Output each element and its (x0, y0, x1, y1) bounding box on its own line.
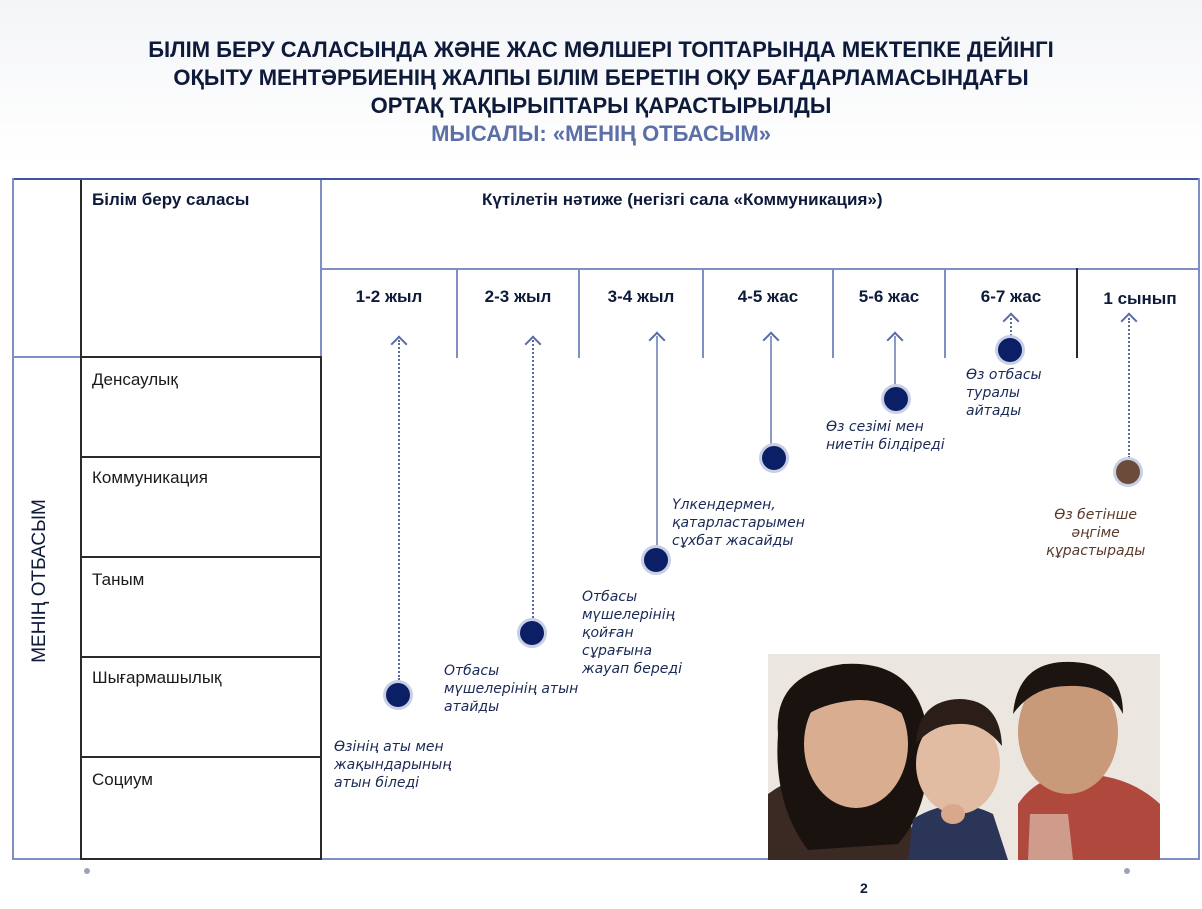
area-cognition: Таным (92, 570, 145, 589)
area-column-header: Білім беру саласы (92, 190, 250, 209)
note-line: туралы (966, 385, 1020, 401)
age-3-4: 3-4 жыл (607, 287, 675, 306)
milestone-note-1: Өзінің аты мен жақындарының атын біледі (334, 738, 452, 792)
note-line: жақындарының (334, 757, 452, 773)
note-line: Үлкендермен, (672, 497, 776, 513)
milestone-dot (762, 446, 786, 470)
note-line: сұрағына (582, 643, 653, 659)
page-number: 2 (860, 880, 868, 896)
arrow-1-2 (398, 340, 400, 680)
family-photo (768, 654, 1160, 860)
topic-vertical-label: МЕНІҢ ОТБАСЫМ (29, 499, 50, 663)
area-health: Денсаулық (92, 370, 178, 389)
area-row-line (80, 356, 322, 358)
note-line: сұхбат жасайды (672, 533, 794, 549)
age-divider (944, 268, 946, 358)
slide-title: БІЛІМ БЕРУ САЛАСЫНДА ЖӘНЕ ЖАС МӨЛШЕРІ ТО… (40, 36, 1162, 148)
note-line: мүшелерінің атын (444, 681, 579, 697)
corner-dot (84, 868, 90, 874)
age-divider (578, 268, 580, 358)
table-bottom-border (12, 858, 1200, 860)
age-1-2: 1-2 жыл (355, 287, 423, 306)
age-divider (456, 268, 458, 358)
age-divider (1076, 268, 1078, 358)
milestone-dot-final (1116, 460, 1140, 484)
age-divider (702, 268, 704, 358)
title-line-2: ОҚЫТУ МЕНТӘРБИЕНІҢ ЖАЛПЫ БІЛІМ БЕРЕТІН О… (173, 65, 1029, 90)
area-society: Социум (92, 770, 153, 789)
note-line: Өз сезімі мен (826, 419, 924, 435)
note-line: Отбасы (444, 663, 500, 679)
col-divider-results (320, 358, 322, 860)
arrowhead-icon (1002, 312, 1020, 330)
arrow-6-7 (1010, 318, 1012, 336)
note-line: жауап береді (582, 661, 682, 677)
arrow-4-5 (770, 336, 772, 444)
milestone-dot (884, 387, 908, 411)
milestone-note-6: Өз отбасы туралы айтады (966, 366, 1042, 420)
note-line: Өзінің аты мен (334, 739, 444, 755)
arrowhead-icon (762, 331, 780, 349)
note-line: айтады (966, 403, 1022, 419)
note-line: әңгіме (1071, 525, 1120, 541)
age-5-6: 5-6 жас (858, 287, 920, 306)
area-row-line (80, 756, 322, 758)
col-divider-area (80, 180, 82, 860)
arrowhead-icon (648, 331, 666, 349)
milestone-note-7: Өз бетінше әңгіме құрастырады (1046, 506, 1145, 560)
arrowhead-icon (390, 335, 408, 353)
area-creativity: Шығармашылық (92, 668, 222, 687)
milestone-note-3: Отбасы мүшелерінің қойған сұрағына жауап… (582, 588, 682, 678)
age-2-3: 2-3 жыл (484, 287, 552, 306)
age-row-top-line (320, 268, 1200, 270)
milestone-note-5: Өз сезімі мен ниетін білдіреді (826, 418, 945, 454)
result-column-header: Күтілетін нәтиже (негізгі сала «Коммуник… (482, 190, 883, 209)
milestone-dot (644, 548, 668, 572)
age-6-7: 6-7 жас (980, 287, 1042, 306)
title-line-3: ОРТАҚ ТАҚЫРЫПТАРЫ ҚАРАСТЫРЫЛДЫ (370, 93, 832, 118)
area-communication: Коммуникация (92, 468, 209, 487)
table-right-border (1198, 178, 1200, 860)
arrowhead-icon (886, 331, 904, 349)
slide-subtitle: МЫСАЛЫ: «МЕНІҢ ОТБАСЫМ» (431, 121, 771, 146)
milestone-dot (520, 621, 544, 645)
age-grade-1: 1 сынып (1103, 289, 1177, 308)
note-line: қойған (582, 625, 634, 641)
note-line: атын біледі (334, 775, 420, 791)
age-divider (832, 268, 834, 358)
note-line: Өз бетінше (1054, 507, 1138, 523)
milestone-dot (998, 338, 1022, 362)
area-row-line (80, 858, 322, 860)
note-line: қатарластарымен (672, 515, 805, 531)
arrow-5-6 (894, 336, 896, 386)
family-photo-illustration (768, 654, 1160, 860)
area-row-line (80, 656, 322, 658)
arrowhead-icon (1120, 312, 1138, 330)
area-row-line (80, 556, 322, 558)
note-line: Өз отбасы (966, 367, 1042, 383)
table-top-border (12, 178, 1200, 180)
arrowhead-icon (524, 335, 542, 353)
note-line: ниетін білдіреді (826, 437, 945, 453)
note-line: Отбасы (582, 589, 638, 605)
arrow-2-3 (532, 340, 534, 618)
arrow-3-4 (656, 336, 658, 548)
title-line-1: БІЛІМ БЕРУ САЛАСЫНДА ЖӘНЕ ЖАС МӨЛШЕРІ ТО… (148, 37, 1054, 62)
corner-dot (1124, 868, 1130, 874)
arrow-grade-1 (1128, 318, 1130, 458)
milestone-dot (386, 683, 410, 707)
table-left-border (12, 178, 14, 858)
milestone-note-4: Үлкендермен, қатарластарымен сұхбат жаса… (672, 496, 805, 550)
age-4-5: 4-5 жас (737, 287, 799, 306)
area-row-line (80, 456, 322, 458)
note-line: құрастырады (1046, 543, 1146, 559)
note-line: атайды (444, 699, 500, 715)
note-line: мүшелерінің (582, 607, 675, 623)
milestone-note-2: Отбасы мүшелерінің атын атайды (444, 662, 578, 716)
